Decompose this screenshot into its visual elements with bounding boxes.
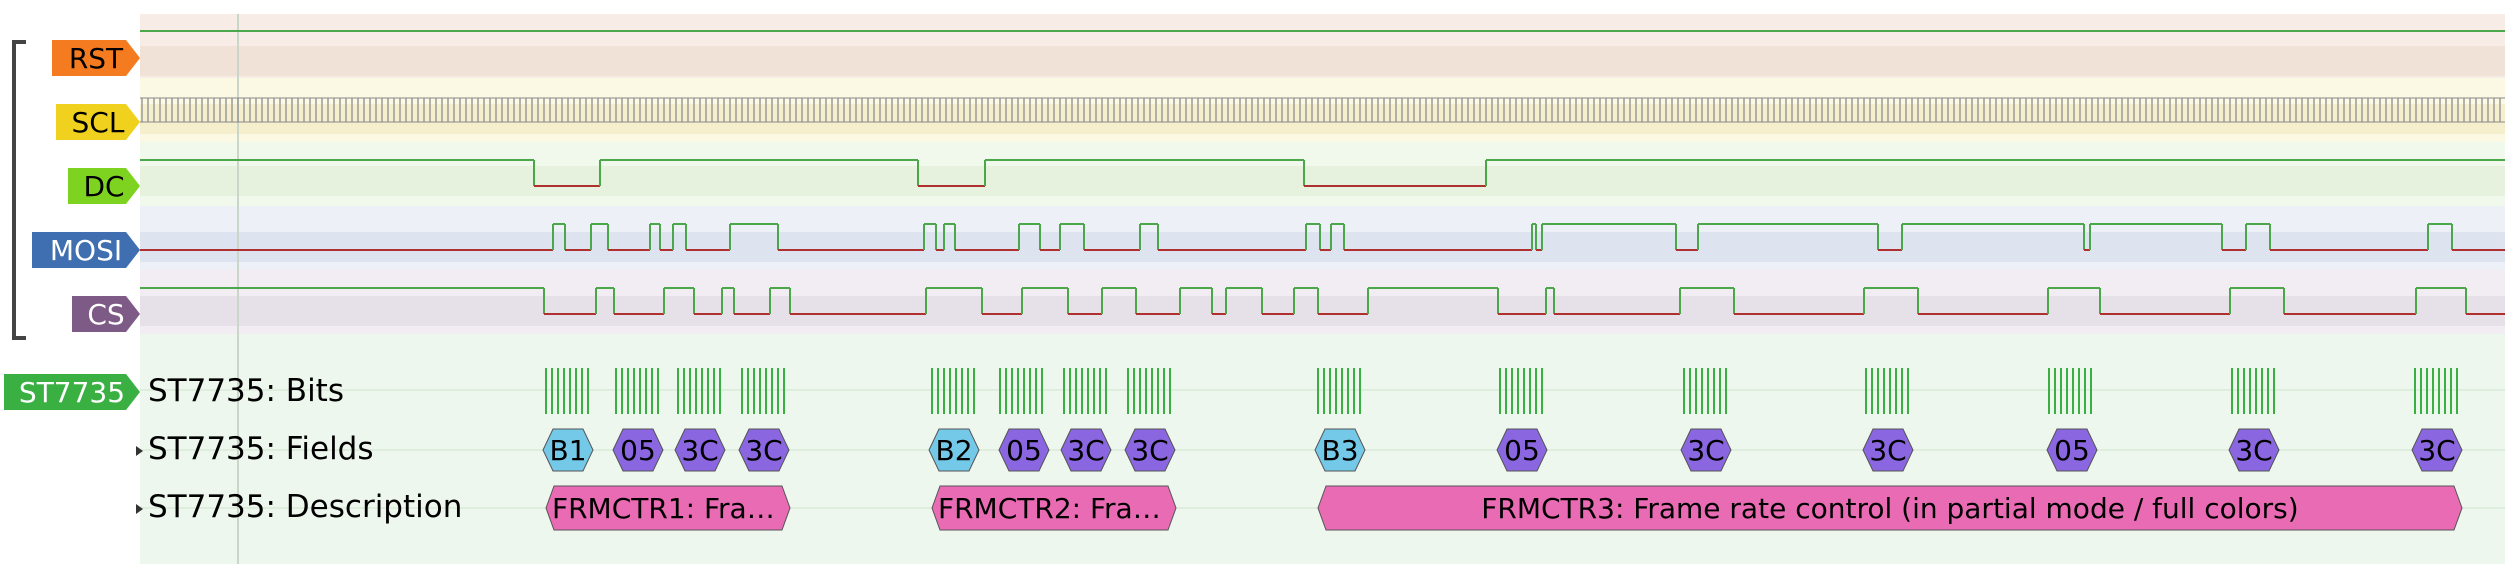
- field-text: B3: [1321, 434, 1358, 467]
- description-text: FRMCTR1: Fra…: [552, 492, 775, 525]
- field-3c: [674, 428, 726, 472]
- field-text: B1: [549, 434, 586, 467]
- field-05: [612, 428, 664, 472]
- field-text: 05: [2054, 434, 2090, 467]
- lane-shade: [140, 166, 2505, 196]
- lane-shade: [140, 104, 2505, 134]
- expand-arrow-icon[interactable]: [136, 446, 143, 456]
- description-0: [545, 485, 791, 531]
- field-3c: [2411, 428, 2463, 472]
- description-text: FRMCTR3: Frame rate control (in partial …: [1481, 492, 2298, 525]
- channel-label-cs[interactable]: CS: [72, 296, 140, 332]
- field-text: 3C: [2418, 434, 2455, 467]
- field-b3: [1314, 428, 1366, 472]
- field-3c: [1060, 428, 1112, 472]
- description-1: [931, 485, 1177, 531]
- description-2: [1317, 485, 2463, 531]
- field-3c: [2228, 428, 2280, 472]
- field-text: 3C: [745, 434, 782, 467]
- row-label-fields: ST7735: Fields: [148, 431, 374, 467]
- field-text: 05: [620, 434, 656, 467]
- channel-label-rst[interactable]: RST: [52, 40, 140, 76]
- field-05: [998, 428, 1050, 472]
- field-3c: [738, 428, 790, 472]
- field-3c: [1680, 428, 1732, 472]
- field-text: 3C: [1131, 434, 1168, 467]
- field-text: B2: [935, 434, 972, 467]
- lane-shade: [140, 46, 2505, 76]
- field-3c: [1124, 428, 1176, 472]
- field-text: 3C: [681, 434, 718, 467]
- field-b1: [542, 428, 594, 472]
- channel-group-bracket: [12, 40, 26, 340]
- channel-label-scl[interactable]: SCL: [56, 104, 140, 140]
- row-label-description: ST7735: Description: [148, 489, 463, 525]
- field-05: [2046, 428, 2098, 472]
- channel-label-dc[interactable]: DC: [68, 168, 140, 204]
- field-05: [1496, 428, 1548, 472]
- field-text: 05: [1006, 434, 1042, 467]
- field-3c: [1862, 428, 1914, 472]
- field-text: 3C: [1869, 434, 1906, 467]
- expand-arrow-icon[interactable]: [136, 504, 143, 514]
- row-label-bits: ST7735: Bits: [148, 373, 344, 409]
- channel-label-mosi[interactable]: MOSI: [32, 232, 140, 268]
- field-text: 05: [1504, 434, 1540, 467]
- field-text: 3C: [2235, 434, 2272, 467]
- field-text: 3C: [1687, 434, 1724, 467]
- lane-shade: [140, 232, 2505, 262]
- field-b2: [928, 428, 980, 472]
- decoder-label-st7735[interactable]: ST7735: [4, 374, 140, 410]
- description-text: FRMCTR2: Fra…: [938, 492, 1161, 525]
- lane-shade: [140, 296, 2505, 326]
- field-text: 3C: [1067, 434, 1104, 467]
- bottom-margin: [0, 564, 2505, 588]
